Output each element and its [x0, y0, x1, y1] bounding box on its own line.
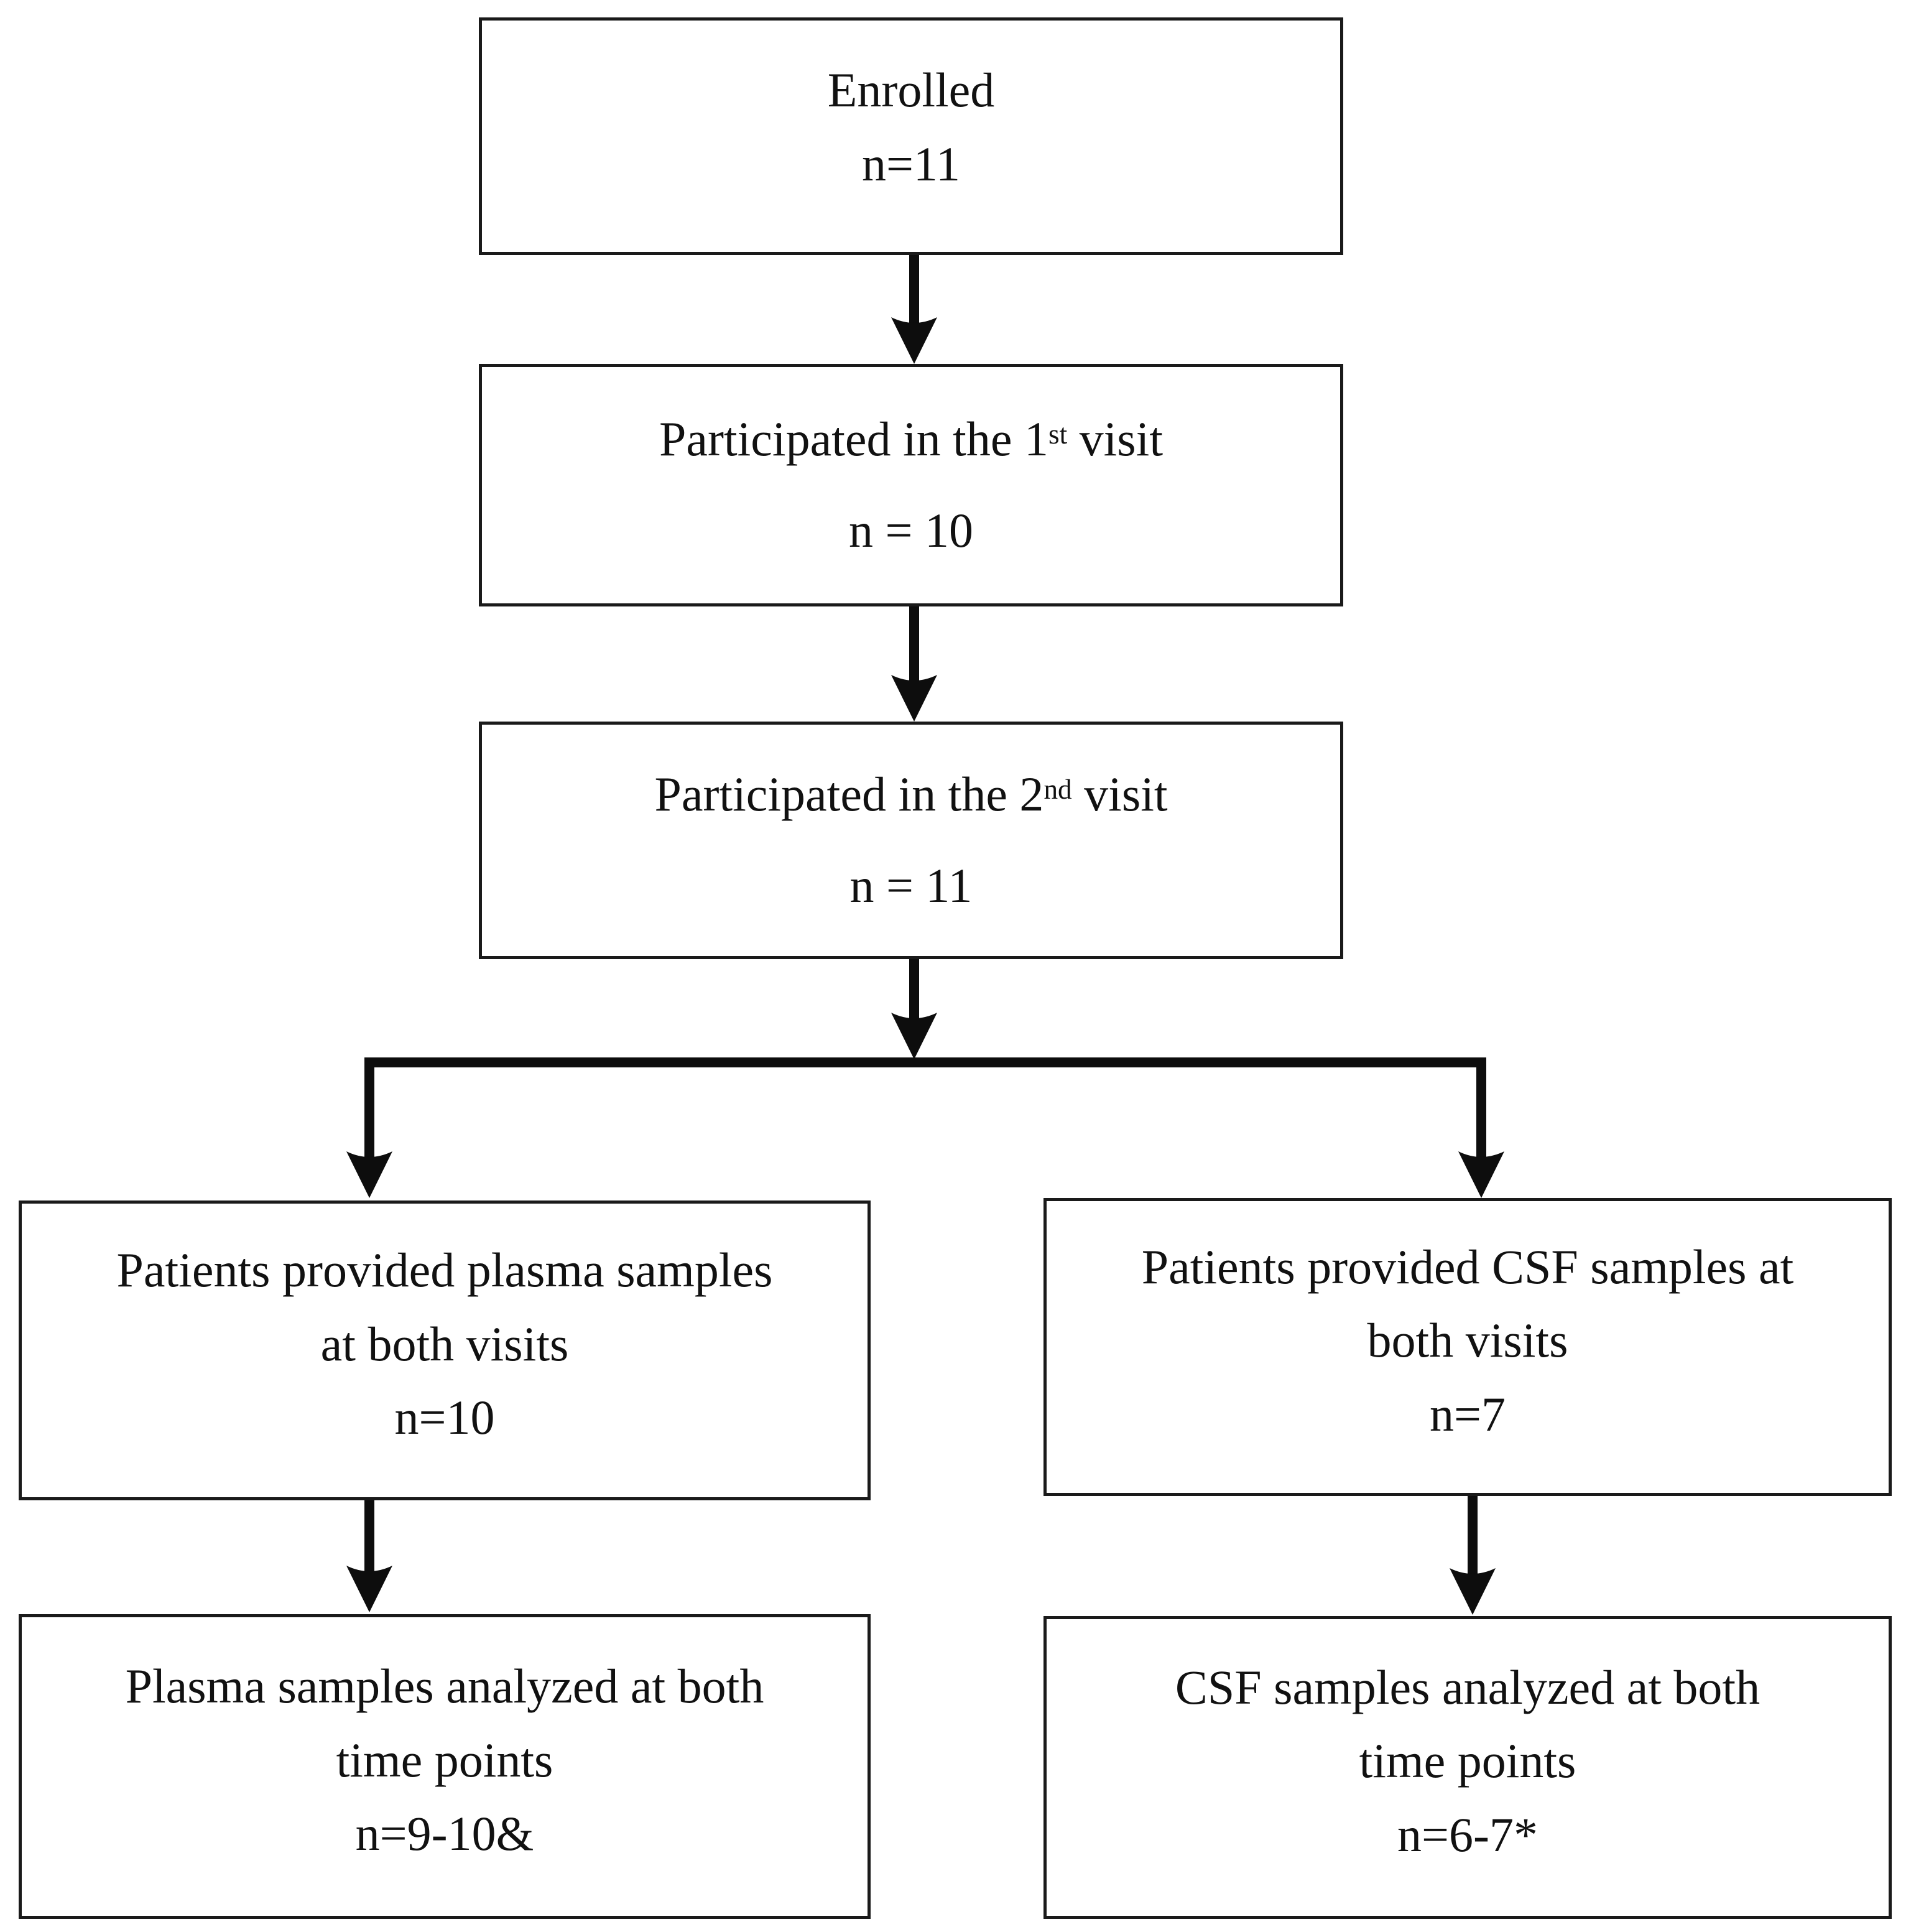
arrow-enrolled-to-visit1: [891, 253, 937, 364]
plasma-analyzed-line1: Plasma samples analyzed at both: [125, 1659, 764, 1714]
plasma-analyzed-line2: time points: [336, 1732, 553, 1787]
arrow-visit1-to-visit2: [891, 604, 937, 722]
visit2-label: Participated in the 2nd visit: [654, 749, 1167, 840]
csf-analyzed-count: n=6-7*: [1397, 1807, 1538, 1862]
branch-bar: [364, 1057, 1486, 1067]
visit1-count: n = 10: [849, 503, 973, 557]
enrolled-count: n=11: [861, 137, 961, 191]
visit1-label-suffix: visit: [1067, 412, 1164, 467]
plasma-analyzed-count: n=9-10&: [355, 1806, 534, 1861]
plasma-provided-line1: Patients provided plasma samples: [116, 1243, 773, 1298]
box-visit2: Participated in the 2nd visit n = 11: [479, 722, 1343, 959]
arrow-branch-to-plasma-provided: [346, 1062, 392, 1198]
arrow-csf-provided-to-analyzed: [1450, 1495, 1496, 1615]
box-visit1: Participated in the 1st visit n = 10: [479, 364, 1343, 606]
plasma-provided-line2: at both visits: [320, 1316, 569, 1371]
visit2-label-suffix: visit: [1071, 767, 1168, 822]
arrow-visit2-to-branch: [891, 957, 937, 1059]
visit2-count: n = 11: [849, 858, 973, 913]
csf-provided-line2: both visits: [1367, 1313, 1568, 1368]
visit1-ordinal-suffix: st: [1048, 419, 1068, 450]
csf-provided-count: n=7: [1430, 1386, 1506, 1441]
arrow-plasma-provided-to-analyzed: [346, 1499, 392, 1612]
csf-analyzed-line2: time points: [1359, 1734, 1576, 1788]
visit2-ordinal-suffix: nd: [1043, 774, 1072, 806]
box-plasma-provided: Patients provided plasma samples at both…: [19, 1201, 871, 1500]
visit1-label-prefix: Participated in the 1: [659, 412, 1048, 467]
box-enrolled: Enrolled n=11: [479, 17, 1343, 255]
arrow-branch-to-csf-provided: [1458, 1062, 1504, 1198]
box-csf-provided: Patients provided CSF samples at both vi…: [1043, 1198, 1892, 1496]
csf-provided-line1: Patients provided CSF samples at: [1141, 1239, 1794, 1294]
plasma-provided-count: n=10: [394, 1390, 495, 1445]
visit2-label-prefix: Participated in the 2: [654, 767, 1044, 822]
box-csf-analyzed: CSF samples analyzed at both time points…: [1043, 1616, 1892, 1919]
visit1-label: Participated in the 1st visit: [659, 394, 1163, 485]
enrolled-label: Enrolled: [827, 63, 995, 118]
box-plasma-analyzed: Plasma samples analyzed at both time poi…: [19, 1614, 871, 1919]
csf-analyzed-line1: CSF samples analyzed at both: [1175, 1660, 1761, 1714]
